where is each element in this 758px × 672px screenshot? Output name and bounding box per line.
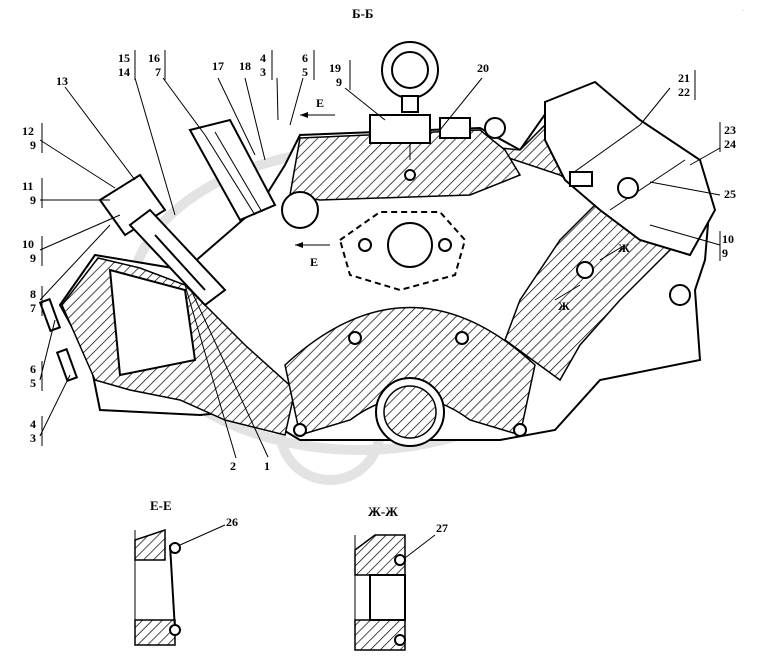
callout-4a: 4 [260,51,266,65]
section-zh-top-marker: Ж [599,241,630,261]
leader-lines [39,77,721,459]
callout-10a: 10 [22,237,34,251]
callout-9b: 9 [30,193,36,207]
svg-text:Е: Е [310,255,318,269]
callout-20: 20 [477,61,489,75]
engine-block-body [58,93,712,447]
callout-19: 19 [329,61,341,75]
callout-22: 22 [678,85,690,99]
section-title-main: Б-Б [352,6,374,21]
callout-3a: 3 [260,65,266,79]
callout-2: 2 [230,459,236,473]
svg-text:Ж: Ж [558,299,570,313]
callout-6a: 6 [302,51,308,65]
detail-e-e [134,524,226,646]
callout-9d: 9 [336,75,342,89]
left-flange [38,297,79,383]
callout-10b: 10 [722,232,734,246]
callout-9a: 9 [30,251,36,265]
svg-text:Ж: Ж [618,241,630,255]
corner-mark: · [742,8,744,14]
callout-14: 14 [118,65,130,79]
section-title-zh: Ж-Ж [368,504,398,519]
section-e-bottom-marker: Е [295,242,330,269]
callout-9c: 9 [30,138,36,152]
callout-15: 15 [118,51,130,65]
callout-9e: 9 [722,246,728,260]
callout-4b: 4 [30,417,36,431]
pump-assembly [544,80,717,257]
callout-13: 13 [56,74,68,88]
section-zh-bottom-marker: Ж [554,284,581,313]
injector-assembly [98,118,277,307]
callout-18: 18 [239,59,251,73]
section-e-top-marker: Е [300,96,335,118]
callout-brackets [41,50,721,446]
svg-text:Е: Е [316,96,324,110]
callout-11: 11 [22,179,33,193]
callout-21: 21 [678,71,690,85]
callout-5a: 5 [302,65,308,79]
lifting-eye [381,41,439,113]
top-fitting [369,114,471,160]
callout-labels: 1 2 4 3 6 5 8 7 10 9 11 9 12 9 13 15 14 … [22,51,736,535]
callout-16: 16 [148,51,160,65]
callout-3b: 3 [30,431,36,445]
callout-23: 23 [724,123,736,137]
callout-25: 25 [724,187,736,201]
callout-6b: 6 [30,362,36,376]
callout-17: 17 [212,59,224,73]
callout-27: 27 [436,521,448,535]
section-title-e: Е-Е [150,498,172,513]
callout-12: 12 [22,124,34,138]
callout-26: 26 [226,515,238,529]
callout-24: 24 [724,137,736,151]
callout-7a: 7 [155,65,161,79]
callout-8: 8 [30,287,36,301]
callout-7b: 7 [30,301,36,315]
callout-5b: 5 [30,376,36,390]
detail-zh-zh [354,534,436,651]
callout-1: 1 [264,459,270,473]
